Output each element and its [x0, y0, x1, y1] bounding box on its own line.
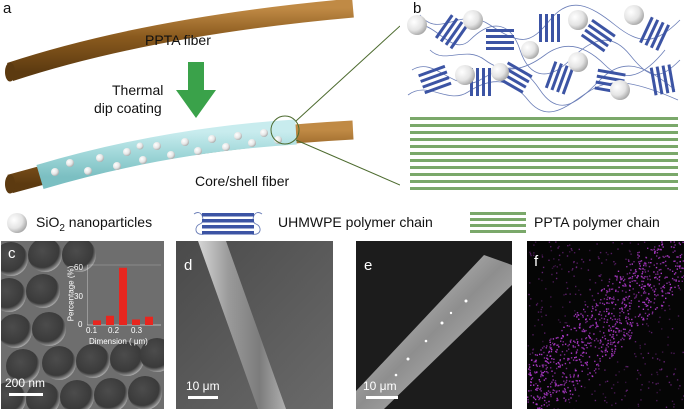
- panel-b: b: [400, 0, 685, 205]
- core-shell-fiber-end: [5, 174, 15, 194]
- sio2-legend-prefix: SiO: [36, 214, 60, 230]
- histogram-x-tick-0-2: 0.2: [108, 326, 120, 335]
- panel-c-scale-bar: [9, 393, 43, 396]
- panel-e-scale-label: 10 μm: [363, 379, 397, 393]
- fiber-d: [198, 241, 286, 409]
- panel-e-scale-bar: [366, 396, 398, 399]
- panel-e-letter: e: [364, 257, 373, 274]
- panel-b-letter: b: [413, 0, 422, 17]
- legend: SiO2 nanoparticles UHMWPE polymer chain …: [0, 206, 685, 240]
- histogram-y-tick-60: 60: [74, 263, 83, 272]
- panel-f: f: [527, 241, 684, 409]
- fiber-e-particles: [394, 299, 468, 377]
- histogram-bar-0.30: [145, 316, 153, 325]
- ppta-chains: [410, 117, 678, 190]
- zoom-circle: [270, 115, 300, 145]
- ppta-fiber: [7, 0, 354, 82]
- panel-e: e 10 μm: [356, 241, 512, 409]
- histogram-ylabel: Percentage (%): [66, 265, 76, 322]
- panel-d: d 10 μm: [176, 241, 333, 409]
- panel-c-sem-image: [1, 241, 164, 409]
- panel-f-edx-map: [527, 241, 684, 409]
- uhmwpe-legend-icon: [193, 212, 263, 235]
- ppta-fiber-end: [5, 62, 15, 82]
- shell-particles: [51, 129, 282, 176]
- sio2-legend-label: SiO2 nanoparticles: [36, 214, 152, 234]
- ppta-legend-icon: [470, 212, 526, 233]
- histogram-bar-0.15: [106, 315, 114, 325]
- uhmwpe-legend-label: UHMWPE polymer chain: [278, 214, 433, 230]
- histogram-bar-0.20: [119, 267, 127, 325]
- histogram-xlabel: Dimension ( μm): [89, 337, 148, 346]
- sio2-spheres: [407, 5, 644, 100]
- fiber-e: [356, 255, 512, 409]
- panel-c: 60 30 0 0.1 0.2 0.3 Dimension ( μm) Perc…: [1, 241, 164, 409]
- panel-a-letter: a: [3, 0, 12, 17]
- zoom-line-top: [295, 25, 400, 122]
- panel-d-scale-bar: [188, 396, 218, 399]
- panel-d-scale-label: 10 μm: [186, 379, 220, 393]
- histogram-x-tick-0-3: 0.3: [131, 326, 143, 335]
- panel-f-letter: f: [534, 253, 539, 270]
- panel-c-scale-label: 200 nm: [5, 376, 46, 390]
- sem-spheres: [1, 241, 164, 409]
- panel-b-schematic: [407, 4, 681, 190]
- sio2-legend-suffix: nanoparticles: [64, 214, 153, 230]
- core-shell-label: Core/shell fiber: [195, 173, 290, 189]
- histogram-inset: [86, 261, 163, 334]
- zoom-line-bottom: [295, 139, 400, 186]
- histogram-bar-0.25: [132, 319, 140, 325]
- panel-d-letter: d: [184, 257, 193, 274]
- panel-c-letter: c: [8, 245, 16, 262]
- ppta-fiber-label: PPTA fiber: [145, 32, 211, 48]
- sio2-legend-icon: [7, 213, 27, 233]
- process-arrow-icon: [176, 62, 216, 118]
- panel-e-sem-image: [356, 241, 512, 409]
- process-label-line2: dip coating: [94, 100, 162, 116]
- sio2-legend-subscript: 2: [59, 222, 65, 234]
- process-label-line1: Thermal: [112, 82, 164, 98]
- ppta-legend-label: PPTA polymer chain: [534, 214, 660, 230]
- histogram-x-tick-0-1: 0.1: [86, 326, 98, 335]
- panel-a-schematic: [5, 0, 400, 194]
- panel-d-sem-image: [176, 241, 333, 409]
- histogram-y-tick-0: 0: [78, 320, 83, 329]
- panel-a: a: [0, 0, 400, 205]
- histogram-bar-0.10: [93, 320, 101, 325]
- edx-speckles: [527, 241, 684, 409]
- histogram-chart: [86, 264, 161, 326]
- histogram-y-tick-30: 30: [74, 292, 83, 301]
